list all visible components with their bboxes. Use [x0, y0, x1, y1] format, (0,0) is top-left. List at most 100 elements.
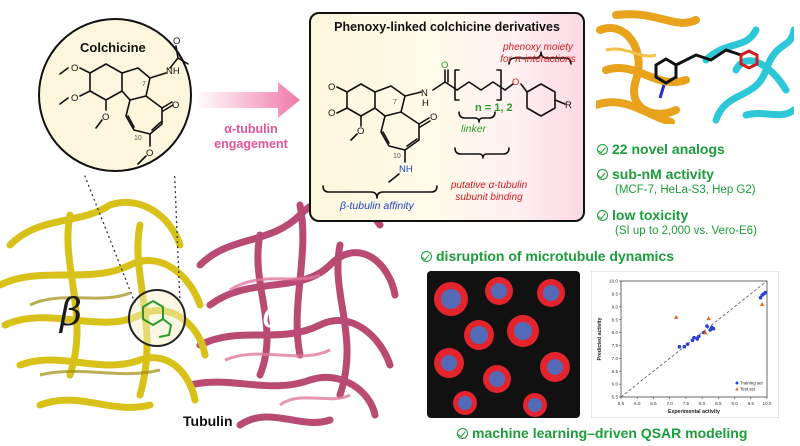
training-set-point	[677, 344, 682, 349]
tubulin-label: Tubulin	[183, 413, 233, 429]
svg-text:O: O	[146, 148, 153, 159]
training-set-point	[682, 344, 687, 349]
linker-label: linker	[461, 123, 487, 135]
cell-nuclei	[434, 277, 570, 417]
claim-activity: sub-nM activity (MCF-7, HeLa-S3, Hep G2)	[597, 166, 756, 196]
svg-text:O: O	[328, 82, 335, 93]
alpha-binding-label-2: subunit binding	[455, 192, 523, 203]
binding-site-circle	[128, 289, 186, 347]
claim-activity-subtitle: (MCF-7, HeLa-S3, Hep G2)	[615, 184, 756, 196]
svg-text:7: 7	[393, 99, 397, 106]
x-tick-label: 8.0	[699, 401, 706, 406]
y-tick-label: 6.5	[612, 369, 619, 374]
phenoxy-label: phenoxy moiety for π-interactions	[498, 42, 578, 66]
qsar-claim: machine learning–driven QSAR modeling	[457, 425, 747, 441]
engagement-label: α-tubulin engagement	[210, 122, 292, 152]
x-tick-label: 9.0	[731, 401, 738, 406]
test-set-point	[703, 330, 708, 335]
training-set-point	[685, 342, 690, 346]
engagement-arrow	[196, 82, 300, 118]
training-set-point	[690, 338, 695, 343]
svg-text:O: O	[71, 63, 78, 74]
derivative-title: Phenoxy-linked colchicine derivatives	[334, 20, 560, 34]
alpha-binding-label: putative α-tubulin subunit binding	[448, 180, 530, 204]
check-icon	[457, 428, 468, 439]
claim-activity-title: sub-nM activity	[612, 166, 714, 182]
training-set-point	[705, 324, 709, 328]
ligand-icon	[654, 48, 742, 85]
y-tick-label: 7.0	[612, 356, 619, 361]
legend-label: Training set	[740, 381, 764, 386]
training-set-point	[697, 334, 701, 339]
phenoxy-label-1: phenoxy moiety	[502, 42, 574, 53]
x-tick-label: 6.5	[650, 401, 657, 406]
check-icon	[597, 144, 608, 155]
training-set-point	[692, 335, 696, 340]
alpha-label: α	[262, 292, 288, 336]
svg-text:O: O	[328, 108, 335, 119]
svg-text:O: O	[512, 77, 519, 88]
claim-toxicity-subtitle: (SI up to 2,000 vs. Vero-E6)	[615, 225, 757, 237]
x-tick-label: 10.0	[763, 401, 772, 406]
svg-text:O: O	[430, 112, 437, 123]
training-set-point	[711, 326, 716, 331]
alpha-binding-label-1: putative α-tubulin	[450, 180, 528, 191]
y-tick-label: 5.5	[612, 395, 619, 400]
docking-image	[596, 10, 794, 124]
qsar-scatter-chart: 5.5 6.0 6.5 7.0 7.5 8.0 8.5 9.0 9.5 10.0 5.5 6.0 6.5…	[591, 271, 779, 418]
y-tick-label: 7.5	[612, 343, 619, 348]
y-tick-label: 10.0	[609, 279, 618, 284]
claim-toxicity: low toxicity (SI up to 2,000 vs. Vero-E6…	[597, 207, 757, 237]
y-tick-label: 6.0	[612, 382, 619, 387]
training-set-point	[758, 295, 763, 300]
qsar-label: machine learning–driven QSAR modeling	[472, 425, 748, 441]
x-tick-label: 7.5	[683, 401, 690, 406]
svg-text:O: O	[172, 100, 179, 111]
colchicine-structure: NH O O O O O O 7 10	[59, 36, 189, 165]
x-tick-label: 5.5	[618, 401, 625, 406]
x-tick-label: 9.5	[748, 401, 755, 406]
test-set-point	[673, 314, 679, 319]
legend-label: Test set	[740, 387, 756, 392]
x-tick-label: 6.0	[634, 401, 641, 406]
svg-text:R: R	[565, 100, 572, 111]
engagement-line1: α-tubulin	[224, 122, 278, 136]
y-tick-label: 8.0	[612, 330, 619, 335]
engagement-line2: engagement	[214, 137, 288, 151]
beta-affinity-label: β-tubulin affinity	[340, 200, 414, 212]
y-tick-label: 9.0	[612, 304, 619, 309]
svg-text:10: 10	[393, 153, 401, 160]
test-set-point	[759, 302, 765, 306]
y-tick-label: 8.5	[612, 317, 619, 322]
svg-text:7: 7	[142, 81, 146, 88]
colchicine-title: Colchicine	[80, 40, 146, 55]
claim-analogs-title: 22 novel analogs	[612, 141, 725, 157]
microtubule-claim: disruption of microtubule dynamics	[421, 248, 674, 264]
microtubule-label: disruption of microtubule dynamics	[436, 248, 675, 264]
svg-text:O: O	[357, 126, 364, 137]
phenoxy-label-2: for π-interactions	[500, 54, 576, 65]
training-set-point	[695, 337, 700, 341]
plot-frame	[620, 280, 768, 398]
x-tick-label: 8.5	[715, 401, 722, 406]
y-tick-label: 9.5	[612, 291, 619, 296]
svg-text:N: N	[421, 88, 428, 99]
bound-colchicine-icon	[142, 299, 173, 338]
derivative-structure: N H O O R NH O O O O 7 10	[322, 51, 572, 199]
check-icon	[421, 251, 432, 262]
derivative-box	[309, 12, 585, 222]
svg-text:O: O	[441, 60, 448, 71]
check-icon	[597, 210, 608, 221]
alpha-subunit	[186, 193, 399, 429]
claim-analogs: 22 novel analogs	[597, 141, 725, 159]
legend-marker	[735, 387, 739, 391]
test-set-point	[706, 316, 711, 321]
n-label: n = 1, 2	[475, 102, 513, 114]
identity-line	[620, 280, 768, 398]
microscopy-image	[427, 271, 580, 418]
svg-text:O: O	[71, 93, 78, 104]
training-set-point	[708, 328, 713, 332]
check-icon	[597, 169, 608, 180]
x-axis-label: Experimental activity	[668, 409, 720, 415]
training-set-point	[763, 290, 768, 295]
